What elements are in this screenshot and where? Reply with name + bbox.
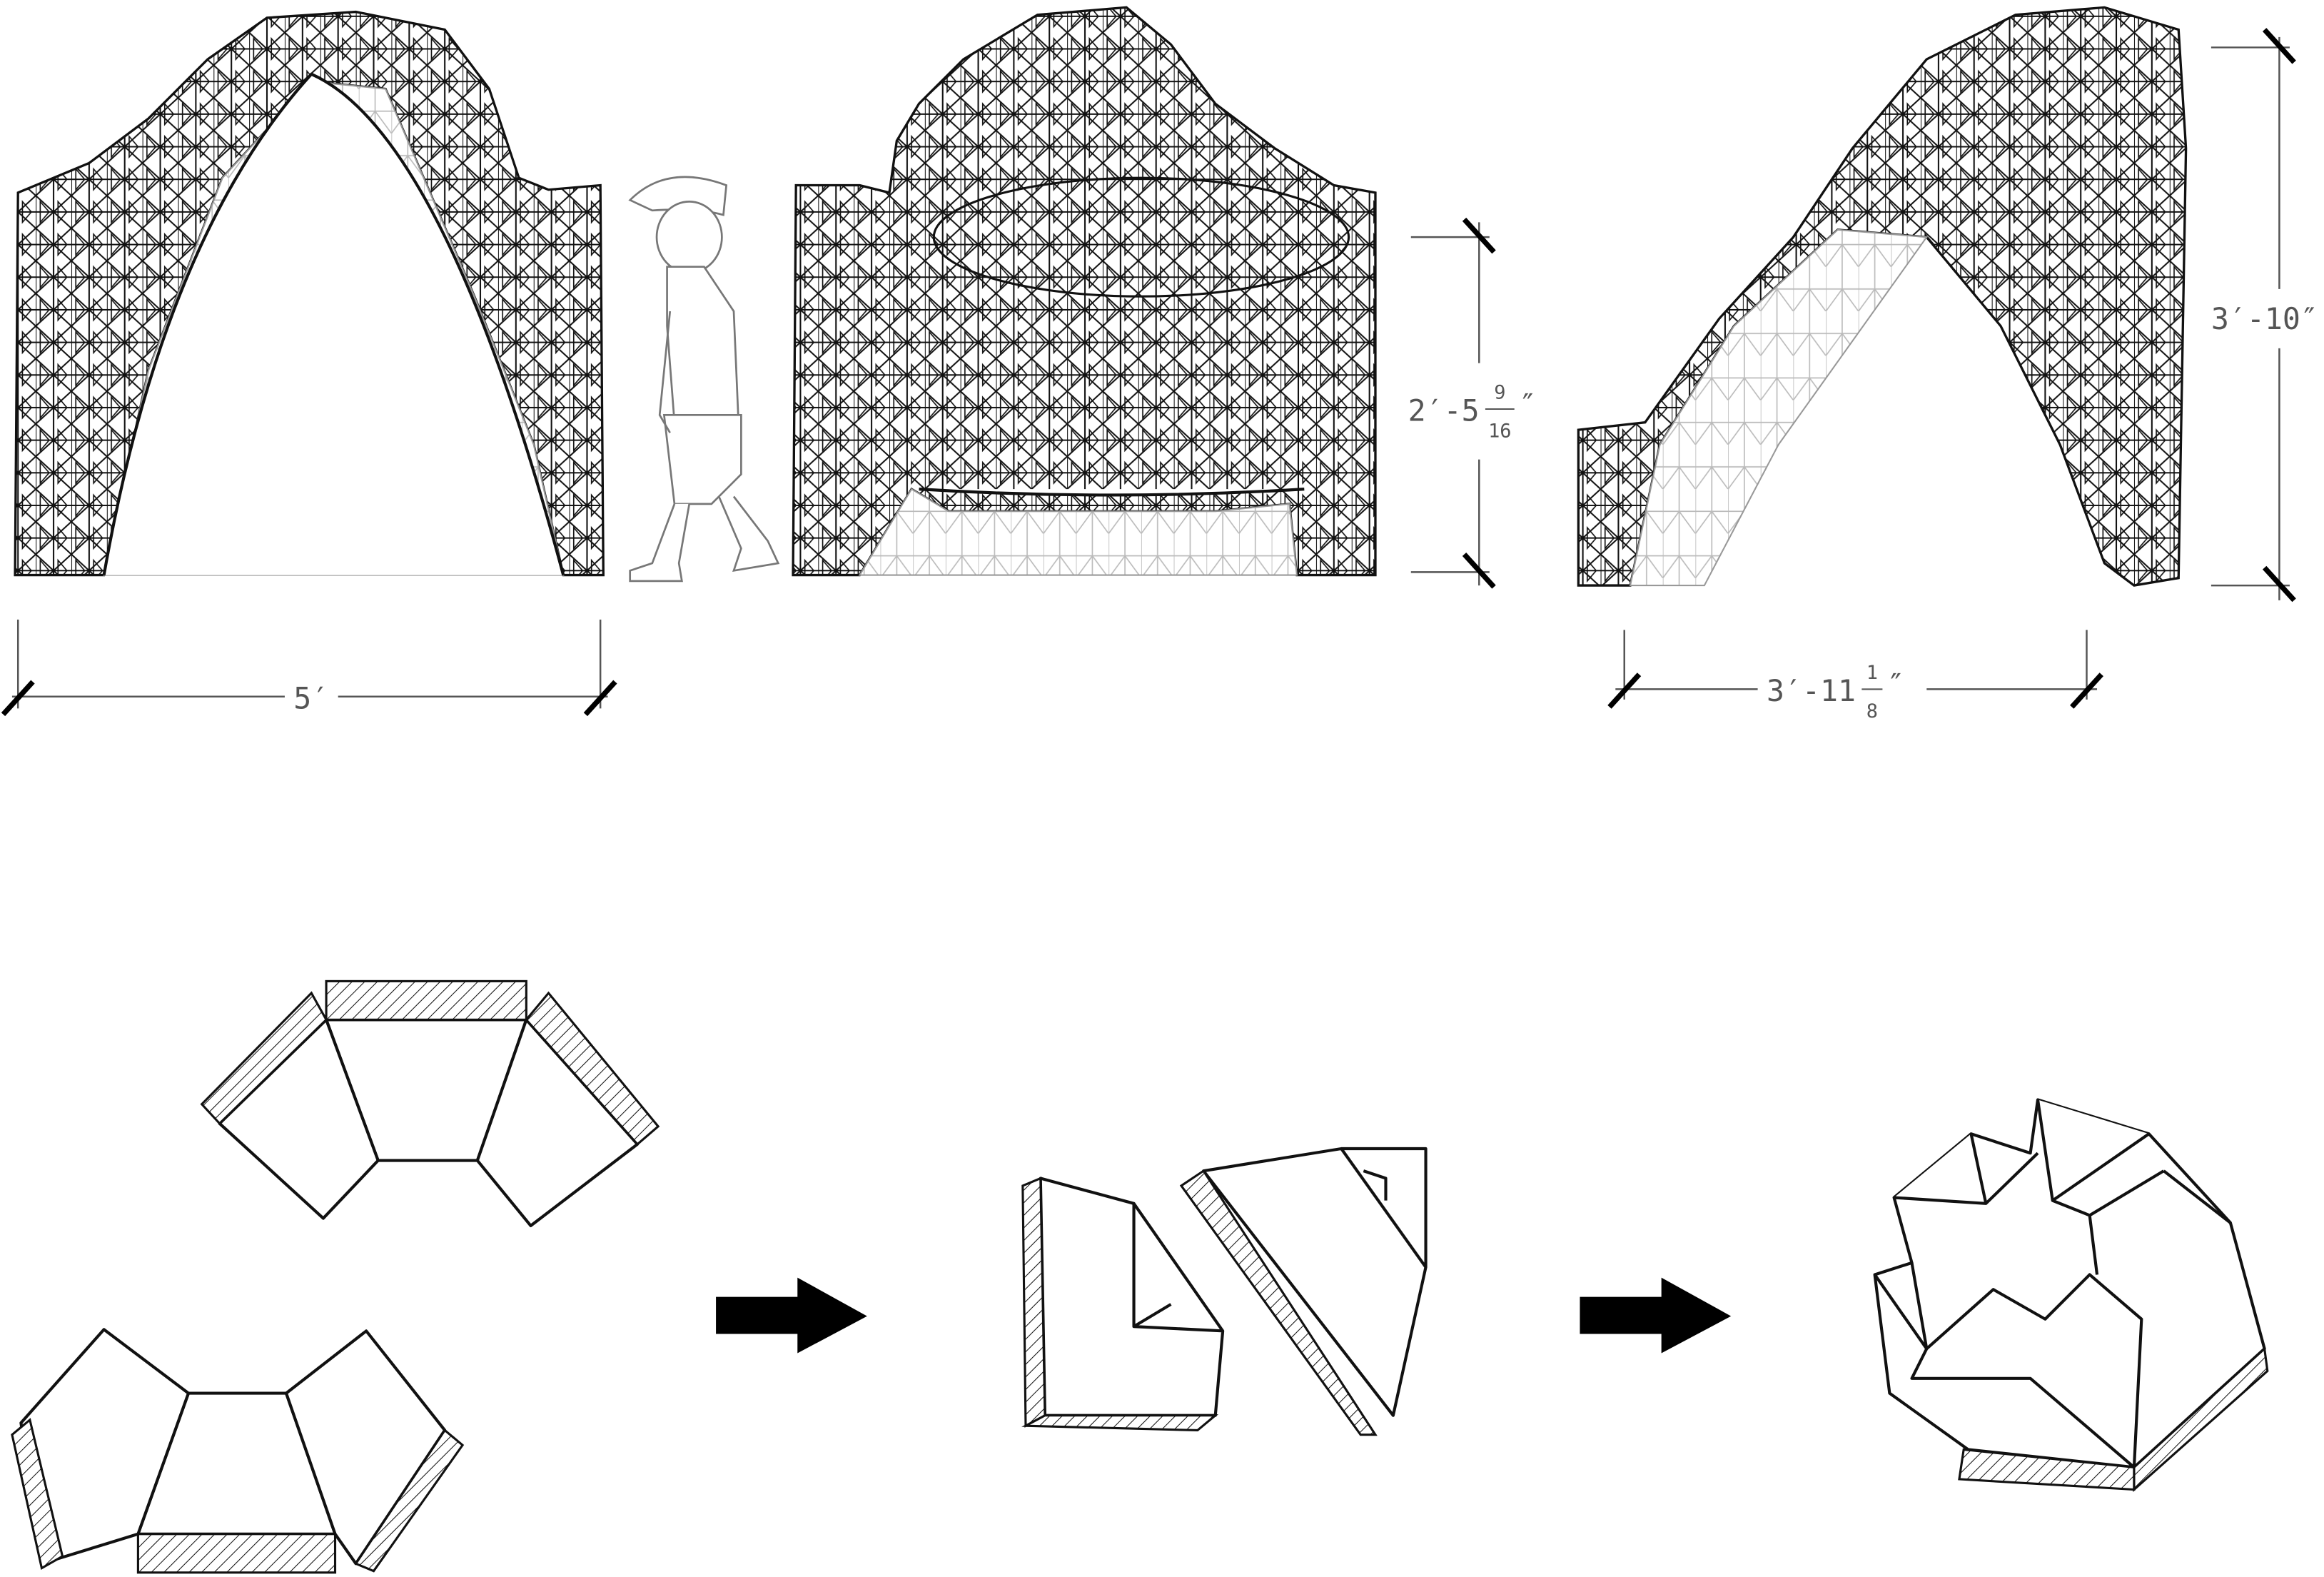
- side-width-numerator: 1: [1866, 662, 1878, 684]
- flat-module-bottom: [11, 1328, 465, 1574]
- side-width-label: 3′-11: [1767, 673, 1856, 708]
- dimension-total-height: 3′-10″: [2211, 28, 2318, 603]
- side-height-unit: ″: [1519, 387, 1537, 422]
- flat-module-top: [200, 979, 660, 1228]
- side-height-label: 2′-5: [1408, 393, 1480, 428]
- dimension-side-width: 3′-11 1 8 ″: [1607, 630, 2103, 722]
- arrow-right-icon: [716, 1277, 867, 1354]
- folded-module-pair: [1021, 1147, 1428, 1436]
- side-height-numerator: 9: [1494, 381, 1505, 403]
- side-width-label-group: 3′-11 1 8 ″: [1767, 662, 1905, 722]
- side-width-unit: ″: [1887, 667, 1905, 702]
- assembled-module: [1873, 1098, 2269, 1492]
- arrow-right-icon: [1580, 1277, 1732, 1354]
- dimension-side-height: 2′-5 9 16 ″: [1408, 217, 1537, 589]
- child-figure: [628, 176, 780, 583]
- front-width-label: 5′: [293, 680, 329, 715]
- side-height-denominator: 16: [1488, 420, 1511, 442]
- side-elevation: [1577, 6, 2188, 587]
- total-height-label: 3′-10″: [2211, 301, 2318, 336]
- back-elevation: [792, 6, 1377, 577]
- front-elevation: [14, 10, 605, 577]
- side-width-denominator: 8: [1866, 700, 1878, 722]
- side-height-label-group: 2′-5 9 16 ″: [1408, 381, 1537, 442]
- dimension-front-width: 5′: [1, 619, 617, 717]
